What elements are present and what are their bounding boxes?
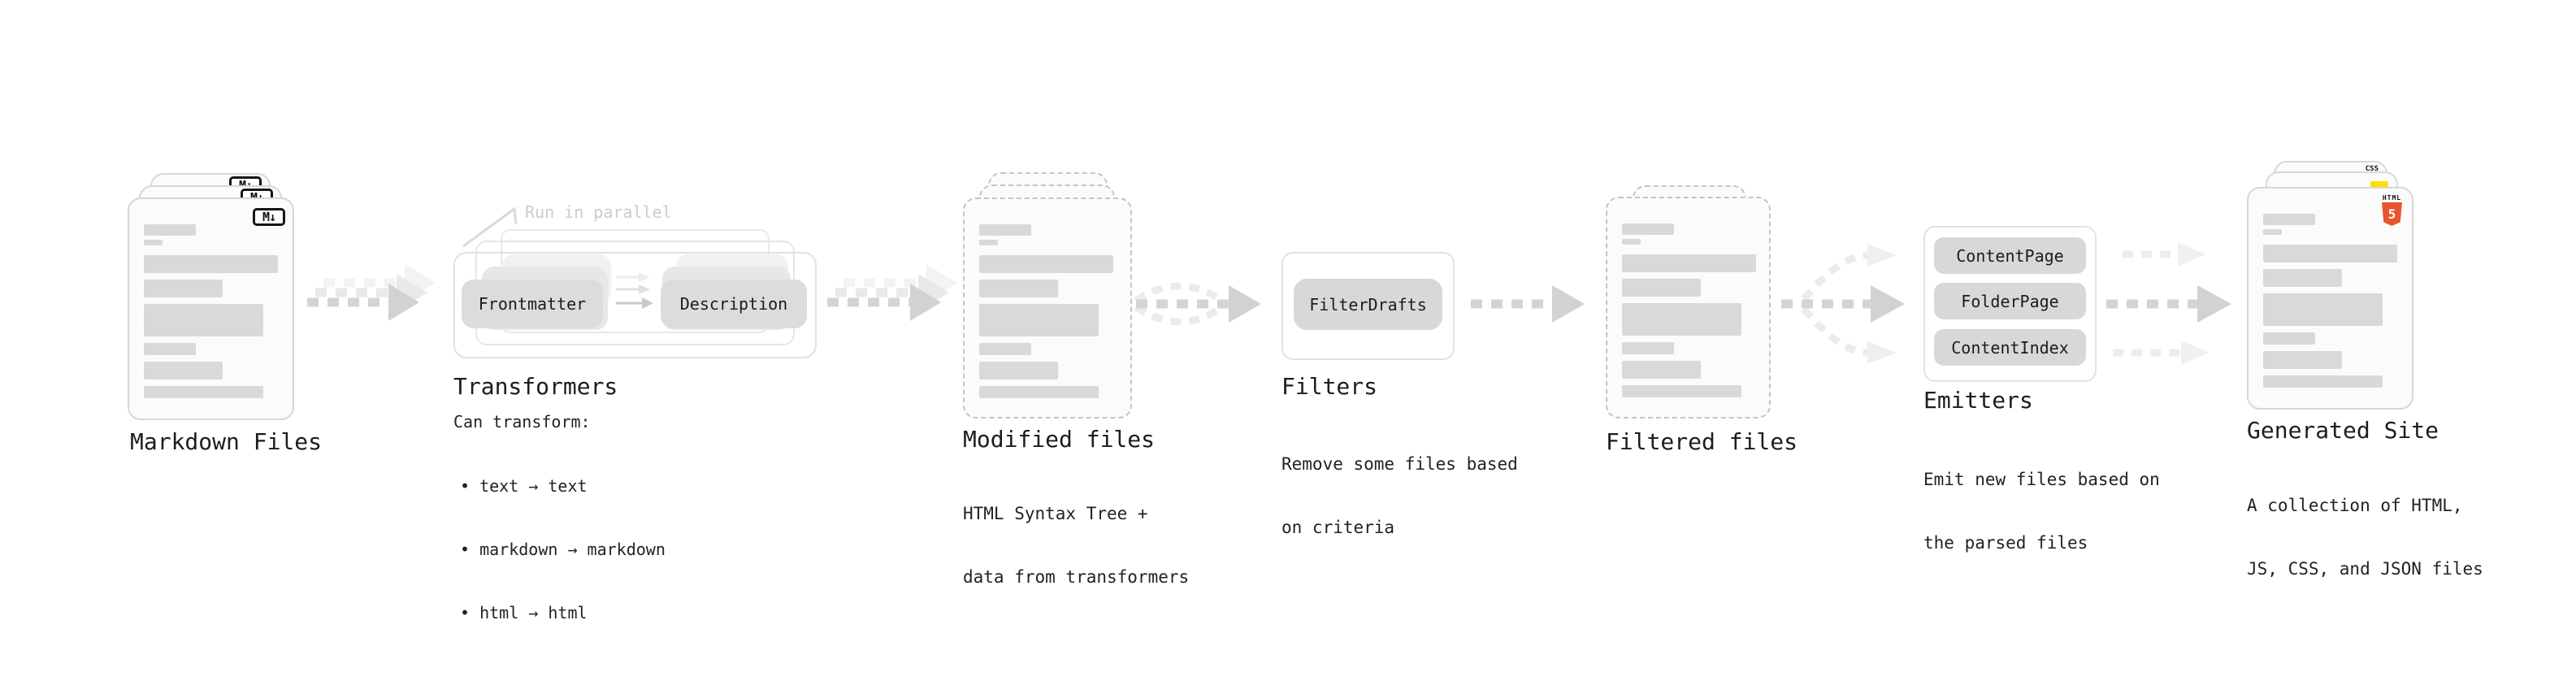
bullet-markdown-to-markdown: • markdown → markdown [460, 540, 666, 559]
doc-content-bars [2263, 214, 2397, 388]
transformers-bullets: • text → text • markdown → markdown • ht… [460, 433, 666, 666]
filtered-files-title: Filtered files [1606, 428, 1798, 455]
modified-files-stack [963, 172, 1158, 424]
emitters-subtitle: Emit new files based on the parsed files [1923, 470, 2160, 553]
generated-site-title: Generated Site [2247, 417, 2439, 444]
arrow-transformers-to-modified [827, 264, 957, 321]
arrow-filters-to-filtered [1471, 285, 1585, 323]
bullet-text-to-text: • text → text [460, 476, 588, 496]
markdown-files-stack: M↓ M↓ M↓ [128, 173, 323, 425]
html5-icon: HTML 5 [2382, 194, 2402, 226]
emitters-title: Emitters [1923, 387, 2033, 414]
filters-title: Filters [1281, 373, 1378, 400]
transformers-panel-front [453, 252, 817, 358]
file-card-front: M↓ [128, 197, 294, 420]
generated-site-subtitle: A collection of HTML, JS, CSS, and JSON … [2247, 496, 2483, 579]
filters-subtitle: Remove some files based on criteria [1281, 454, 1518, 537]
file-card-front [1606, 197, 1771, 419]
description-button: Description [661, 280, 807, 328]
contentpage-button: ContentPage [1934, 237, 2086, 274]
contentindex-button: ContentIndex [1934, 329, 2086, 366]
modified-files-subtitle: HTML Syntax Tree + data from transformer… [963, 504, 1190, 587]
doc-content-bars [979, 224, 1113, 398]
doc-content-bars [144, 224, 278, 398]
doc-content-bars [1622, 223, 1756, 397]
modified-files-title: Modified files [963, 426, 1156, 453]
file-card-front: HTML 5 [2247, 187, 2413, 410]
markdown-icon: M↓ [253, 208, 285, 226]
filtered-files-stack [1606, 185, 1801, 429]
filterdrafts-button: FilterDrafts [1294, 279, 1442, 330]
frontmatter-button: Frontmatter [462, 280, 603, 328]
arrow-emitters-to-generated [2106, 242, 2231, 365]
file-card-front [963, 197, 1132, 419]
markdown-files-title: Markdown Files [130, 428, 323, 455]
bullet-html-to-html: • html → html [460, 603, 588, 622]
transformers-heading: Can transform: [453, 412, 591, 432]
folderpage-button: FolderPage [1934, 283, 2086, 319]
transformers-title: Transformers [453, 373, 618, 400]
generated-site-stack: CSS HTML 5 [2247, 161, 2442, 413]
arrow-markdown-to-transformers [307, 264, 436, 321]
run-in-parallel-note: Run in parallel [525, 202, 672, 222]
